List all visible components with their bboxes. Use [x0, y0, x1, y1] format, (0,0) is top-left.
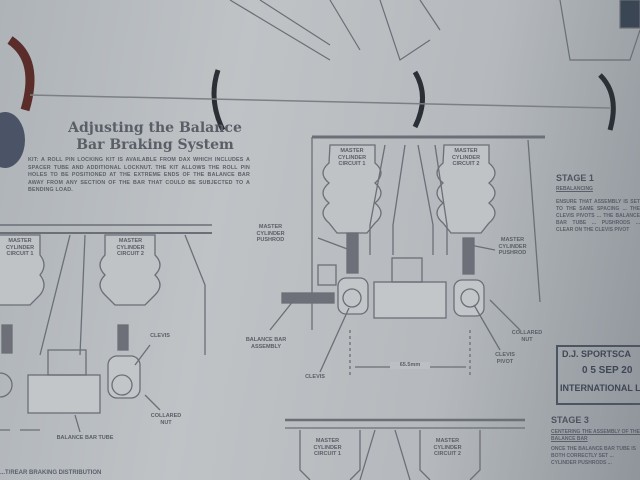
stage-1-text: ENSURE THAT ASSEMBLY IS SET TO THE SAME …	[556, 199, 640, 233]
stage-3-text: ONCE THE BALANCE BAR TUBE IS BOTH CORREC…	[551, 446, 637, 466]
stamp-date: 0 5 SEP 20	[582, 365, 633, 376]
balance-bar-tube-label: BALANCE BAR TUBE	[56, 435, 114, 441]
binder-rings	[7, 36, 616, 132]
left-collared-nut-label: COLLARED NUT	[150, 413, 182, 426]
page-title: Adjusting the Balance Bar Braking System	[60, 120, 250, 154]
kit-text: A ROLL PIN LOCKING KIT IS AVAILABLE FROM…	[28, 157, 250, 194]
bottom-diagram	[285, 418, 525, 480]
balance-bar-assembly-label: BALANCE BAR ASSEMBLY	[245, 337, 287, 350]
pushrod-right-label: MASTER CYLINDER PUSHROD	[498, 237, 527, 256]
stamp-footer: INTERNATIONAL L	[560, 383, 640, 393]
stage-1-heading: STAGE 1	[556, 173, 594, 183]
bottom-cyl2-label: MASTER CYLINDER CIRCUIT 2	[433, 438, 462, 457]
stage-3-subheading: CENTERING THE ASSEMBLY OF THE BALANCE BA…	[551, 429, 640, 442]
stage-1-subheading: REBALANCING	[556, 186, 593, 192]
left-cyl2-label: MASTER CYLINDER CIRCUIT 2	[116, 238, 145, 257]
stamp-company: D.J. SPORTSCA	[562, 349, 632, 359]
top-page-drawing	[229, 0, 640, 61]
stage-3-heading: STAGE 3	[551, 415, 589, 425]
right-diagram	[269, 135, 545, 375]
bottom-cyl1-label: MASTER CYLINDER CIRCUIT 1	[313, 438, 342, 457]
title-line-2: Bar Braking System	[76, 137, 234, 153]
footer-caption: ...T/REAR BRAKING DISTRIBUTION	[0, 470, 102, 476]
title-line-1: Adjusting the Balance	[68, 120, 242, 136]
left-diagram	[0, 224, 212, 433]
kit-label: KIT:	[28, 157, 39, 163]
right-clevis-label: CLEVIS	[305, 374, 325, 380]
left-cyl1-label: MASTER CYLINDER CIRCUIT 1	[5, 238, 35, 257]
dimension-label: 65.5mm	[390, 362, 430, 369]
kit-paragraph: KIT: A ROLL PIN LOCKING KIT IS AVAILABLE…	[28, 157, 250, 195]
right-collared-nut-label: COLLARED NUT	[511, 330, 543, 343]
left-clevis-label: CLEVIS	[150, 333, 170, 339]
date-stamp: D.J. SPORTSCA 0 5 SEP 20 INTERNATIONAL L	[556, 345, 640, 405]
right-cyl1-label: MASTER CYLINDER CIRCUIT 1	[337, 148, 367, 167]
pushrod-left-label: MASTER CYLINDER PUSHROD	[256, 224, 285, 243]
right-cyl2-label: MASTER CYLINDER CIRCUIT 2	[451, 148, 481, 167]
clevis-pivot-label: CLEVIS PIVOT	[495, 352, 515, 365]
